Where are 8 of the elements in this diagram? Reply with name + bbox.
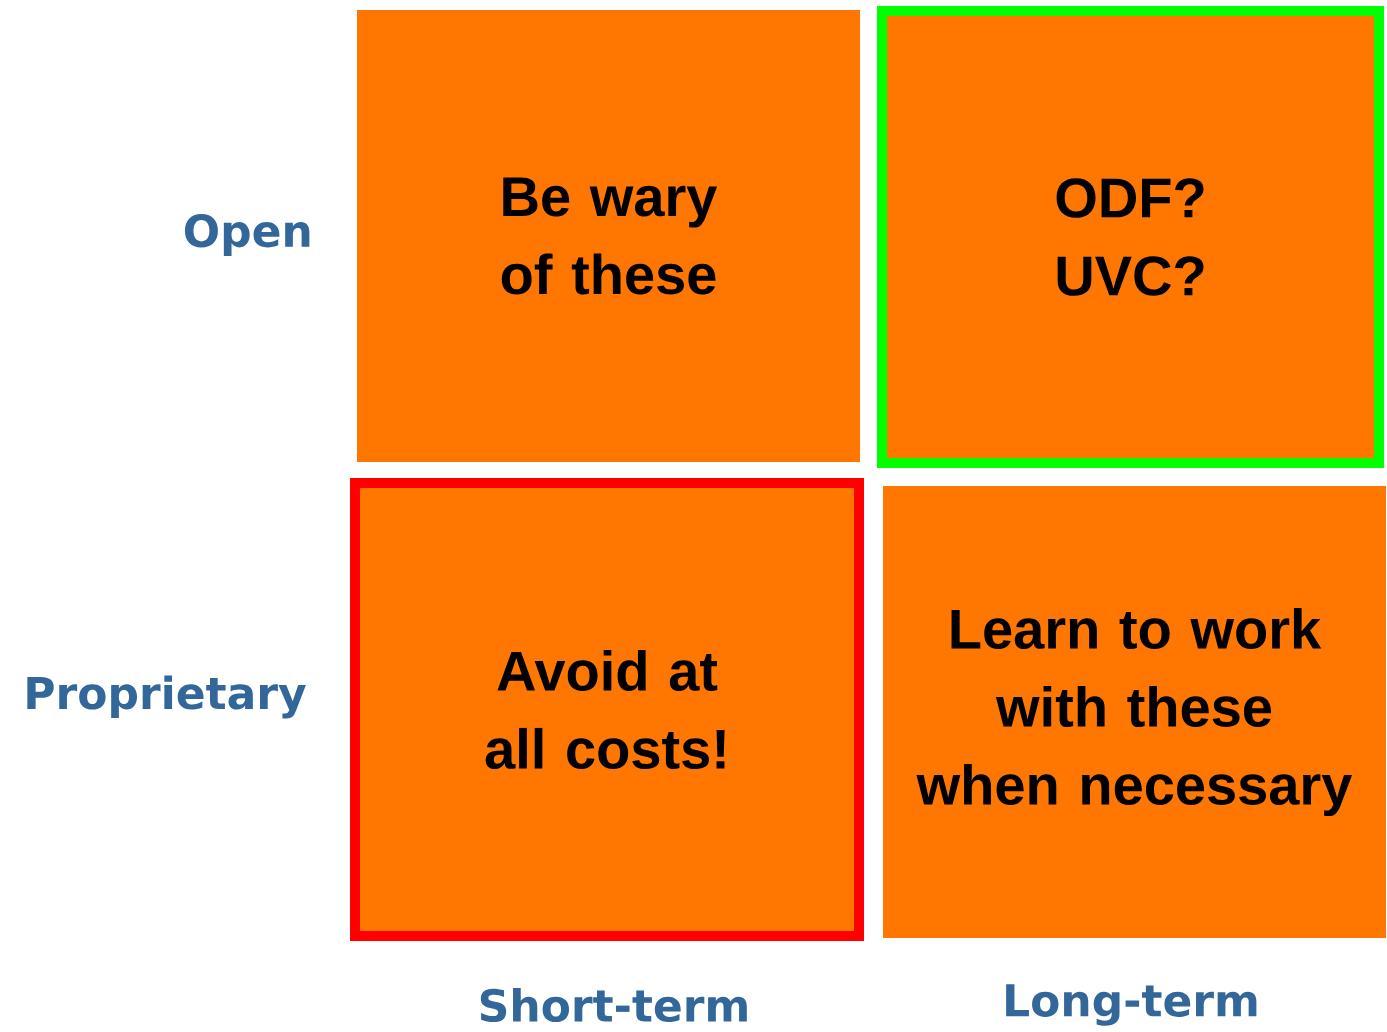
axis-label: Proprietary — [27, 675, 306, 719]
quadrant-box: Avoid at all costs! — [350, 478, 864, 941]
quadrant-box: ODF? UVC? — [877, 6, 1384, 468]
quadrant-box: Learn to work with these when necessary — [883, 486, 1386, 938]
quadrant-box: Be wary of these — [357, 10, 860, 462]
axis-label: Short-term — [480, 988, 747, 1023]
axis-label: Open — [184, 214, 310, 256]
axis-label: Long-term — [1006, 984, 1257, 1026]
